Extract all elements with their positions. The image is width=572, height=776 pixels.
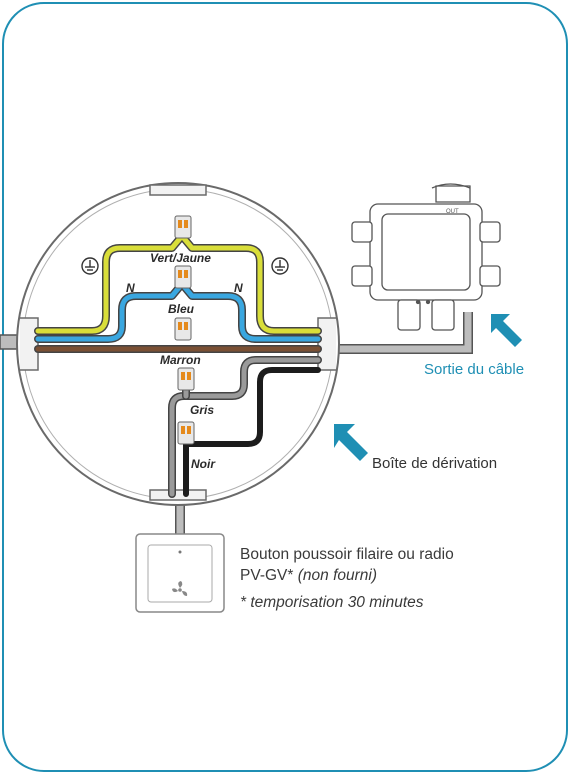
button-description-line1: Bouton poussoir filaire ou radio bbox=[240, 546, 454, 563]
label-neutral-left: N bbox=[126, 281, 135, 295]
fan-icon bbox=[172, 581, 188, 596]
wire-noir bbox=[183, 367, 321, 497]
earth-ground-icon bbox=[271, 257, 289, 275]
label-neutral-right: N bbox=[234, 281, 243, 295]
label-gris: Gris bbox=[190, 403, 214, 417]
arrow-icon bbox=[334, 424, 368, 461]
connector-vert-jaune bbox=[174, 215, 192, 239]
earth-ground-icon bbox=[81, 257, 99, 275]
arrow-icon bbox=[491, 314, 522, 347]
push-button-switch bbox=[135, 533, 225, 613]
connector-marron bbox=[174, 317, 192, 341]
timer-footnote: * temporisation 30 minutes bbox=[240, 594, 424, 611]
button-description-line2: PV-GV* (non fourni) bbox=[240, 565, 454, 586]
connector-bleu bbox=[174, 265, 192, 289]
ventilation-unit bbox=[351, 183, 501, 331]
unit-out-label: OUT bbox=[446, 209, 459, 215]
callout-sortie-cable: Sortie du câble bbox=[424, 361, 524, 378]
label-bleu: Bleu bbox=[168, 302, 195, 316]
label-marron: Marron bbox=[160, 353, 201, 367]
callout-boite-derivation: Boîte de dérivation bbox=[372, 455, 497, 472]
button-not-supplied: (non fourni) bbox=[297, 567, 377, 584]
button-description: Bouton poussoir filaire ou radio PV-GV* … bbox=[240, 544, 454, 586]
connector-noir bbox=[177, 421, 195, 445]
label-noir: Noir bbox=[191, 457, 216, 471]
label-vert-jaune: Vert/Jaune bbox=[150, 251, 211, 265]
connector-gris bbox=[177, 367, 195, 391]
button-model: PV-GV* bbox=[240, 567, 294, 584]
